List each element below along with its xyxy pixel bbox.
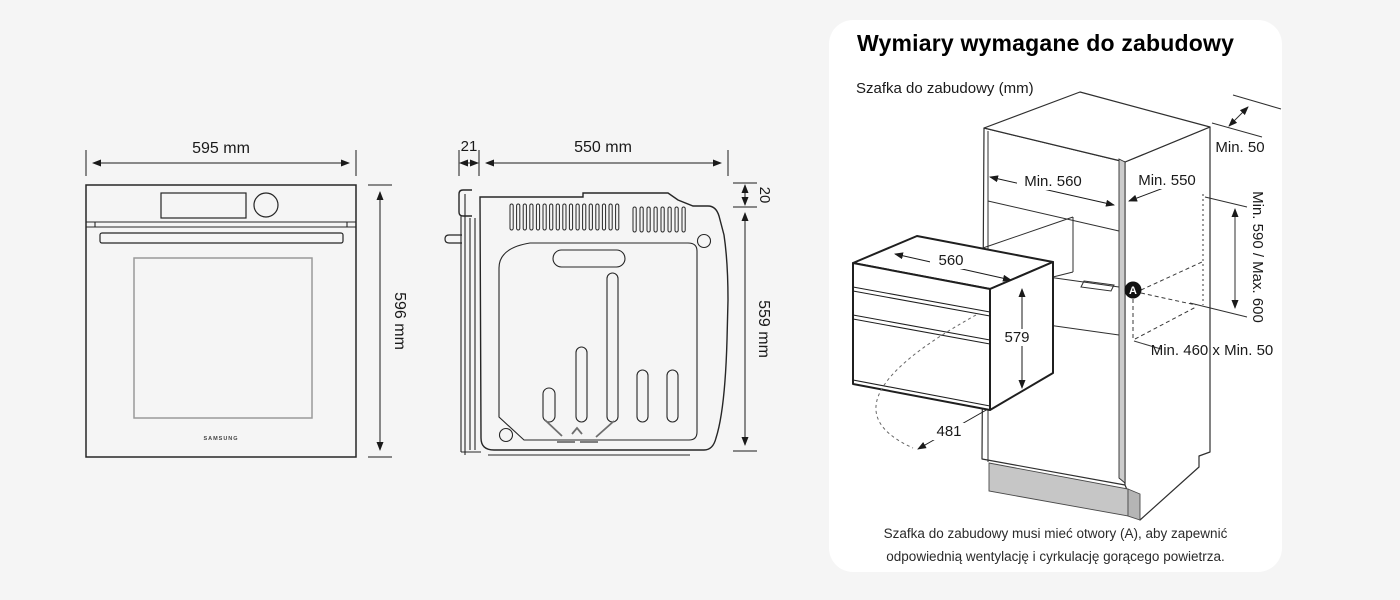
side-height-label: 559 mm [755,300,772,358]
side-body-outline [479,192,729,451]
side-door-dimension [458,150,480,176]
oven-front-view [85,184,357,458]
card-subtitle: Szafka do zabudowy (mm) [856,80,1034,97]
niche-width-label: Min. 560 [1024,173,1082,190]
shelf-vent-slot [1080,280,1115,292]
side-handle-stub [444,234,462,244]
vent-slats-right [632,206,686,233]
top-clearance-dimension [1211,94,1282,138]
side-height-dimension [733,212,757,452]
side-inner-panel [498,242,698,441]
side-knob-profile [458,189,472,217]
side-door-gap-label: 21 [461,138,478,155]
screw-hole-bottom [498,427,514,443]
bottom-marks [544,419,615,443]
oven-width-label: 560 [938,252,963,269]
card-title: Wymiary wymagane do zabudowy [857,30,1235,56]
front-width-label: 595 mm [192,140,250,157]
stamped-recesses [542,249,679,423]
caption-line-1: Szafka do zabudowy musi mieć otwory (A),… [883,526,1228,541]
side-door-edge [460,194,476,455]
side-top-gap-label: 20 [756,187,773,204]
top-clearance-label: Min. 50 [1215,139,1264,156]
front-width-dimension [85,150,357,176]
niche-height-label: Min. 590 / Max. 600 [1249,191,1266,323]
cabinet-top-face [983,91,1211,163]
oven-iso-door-lines [852,286,991,407]
samsung-logo: SAMSUNG [203,436,238,442]
vent-slats-left [509,203,620,231]
oven-side-view [444,189,729,456]
door-swing-arc [875,314,977,449]
oven-door-window [133,257,313,419]
vent-size-label: Min. 460 x Min. 50 [1151,342,1274,359]
card-caption: Szafka do zabudowy musi mieć otwory (A),… [829,522,1282,568]
vent-marker-letter: A [1129,285,1137,297]
hidden-lines [1132,194,1204,340]
screw-hole-top [696,233,712,249]
vent-marker-badge: A [1124,281,1142,299]
oven-knob [253,192,279,218]
cabinet-right-stile [1118,158,1126,484]
door-swing-label: 481 [936,423,961,440]
caption-line-2: odpowiednią wentylację i cyrkulację gorą… [886,549,1225,564]
side-depth-label: 550 mm [574,139,632,156]
niche-height-dimension [1189,196,1248,318]
control-panel-divider [86,221,356,228]
oven-front-outline [85,184,357,458]
side-depth-dimension [485,150,729,176]
vent-leader-line [1133,340,1162,350]
front-height-dimension [368,184,392,458]
oven-height-label: 579 [1004,329,1029,346]
cabinet-isometric: 481 560 579 Min. 560 Min. 550 Min. 50 [852,91,1282,521]
front-height-label: 596 mm [391,292,408,350]
niche-width-dimension [989,175,1115,207]
oven-display [160,192,247,219]
side-top-gap-dimension [733,182,757,208]
niche-depth-label: Min. 550 [1138,172,1196,189]
oven-handle [99,232,344,244]
